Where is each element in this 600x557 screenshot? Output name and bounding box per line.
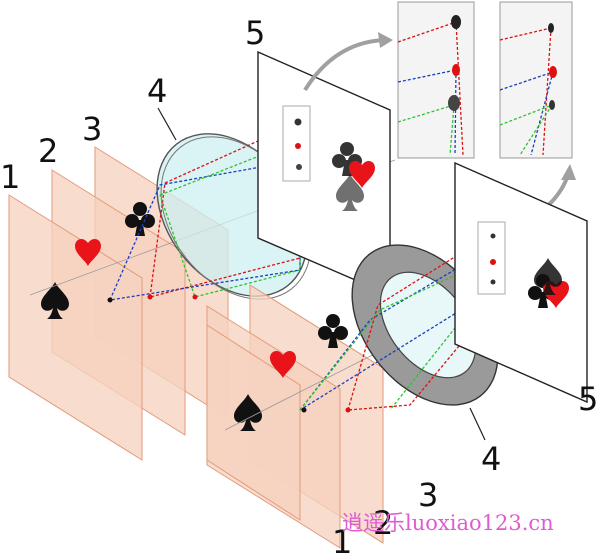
- arrow-to-inset-1: [303, 38, 386, 92]
- arrowhead-2: [561, 164, 576, 180]
- focus-spot-lower: [490, 233, 496, 239]
- leader-lens-4-lower: [469, 407, 486, 441]
- label-lens-4-upper: 4: [147, 72, 167, 110]
- labels: 1 2 3 4 5 1 2 3 4 5: [0, 14, 598, 557]
- label-plane-2-lower: 2: [373, 504, 393, 542]
- point-black: [107, 297, 113, 303]
- zoom-inset-2: [499, 1, 573, 159]
- label-plane-3-lower: 3: [418, 476, 438, 514]
- focus-spot-red: [295, 143, 301, 149]
- object-plane-1-lower: [206, 324, 301, 521]
- ray-red-upper: [149, 120, 301, 298]
- focus-box-upper: [282, 105, 311, 182]
- label-plane-1-upper: 1: [0, 158, 20, 196]
- watermark-url: luoxiao123.cn: [405, 511, 554, 535]
- point-red-2: [192, 294, 198, 300]
- leader-lens-4-upper: [157, 107, 177, 141]
- label-plane-1-lower: 1: [332, 523, 352, 557]
- label-plane-3-upper: 3: [82, 110, 102, 148]
- zoom-inset-1-rays: [397, 15, 464, 156]
- focus-spot-red-lower: [490, 259, 496, 265]
- label-screen-5-upper: 5: [245, 14, 265, 52]
- focus-spot: [294, 118, 302, 126]
- label-plane-2-upper: 2: [38, 132, 58, 170]
- lower-system: [206, 161, 588, 549]
- point-red-lower: [345, 407, 351, 413]
- zoom-inset-2-rays: [499, 23, 557, 156]
- image-screen-lower: [454, 161, 588, 404]
- upper-system: [8, 1, 576, 461]
- watermark: 逍遥乐 luoxiao123.cn: [342, 511, 554, 535]
- focus-box-lower: [477, 221, 506, 295]
- point-black-lower: [301, 407, 307, 413]
- arrowhead-1: [378, 32, 393, 48]
- watermark-cn: 逍遥乐: [342, 511, 405, 535]
- focus-spot-dark: [296, 164, 302, 170]
- label-screen-5-lower: 5: [578, 380, 598, 418]
- point-red: [147, 294, 153, 300]
- ray-green-upper: [159, 139, 301, 298]
- focus-spot-dark-lower: [490, 279, 496, 285]
- label-lens-4-lower: 4: [481, 440, 501, 478]
